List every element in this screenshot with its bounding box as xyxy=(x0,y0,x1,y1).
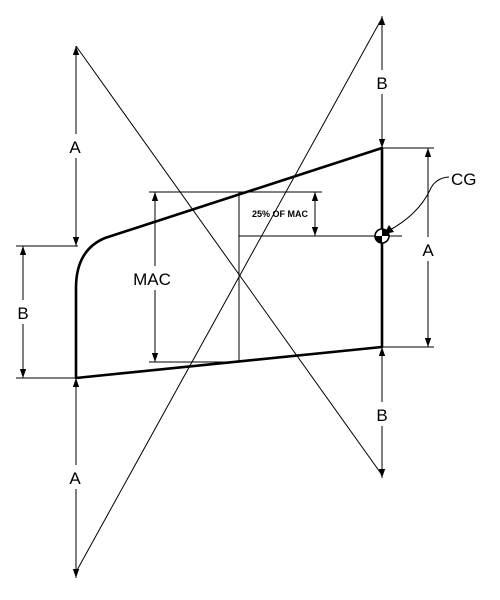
cg-symbol xyxy=(374,228,390,244)
label-b-tip-top: B xyxy=(376,74,387,93)
label-a-root-bottom: A xyxy=(69,469,81,488)
wing-planform xyxy=(74,146,384,380)
label-cg: CG xyxy=(451,170,477,189)
diagonal-line-lower-left-to-upper-right xyxy=(75,17,383,573)
label-b-tip-bottom: B xyxy=(376,406,387,425)
label-quarter-mac: 25% OF MAC xyxy=(252,209,309,219)
label-mac: MAC xyxy=(133,270,171,289)
cg-leader-line xyxy=(387,176,450,232)
label-a-root-top: A xyxy=(69,138,81,157)
label-b-root: B xyxy=(17,304,28,323)
diagonal-line-upper-left-to-lower-right xyxy=(75,45,383,476)
label-a-tip: A xyxy=(422,241,434,260)
